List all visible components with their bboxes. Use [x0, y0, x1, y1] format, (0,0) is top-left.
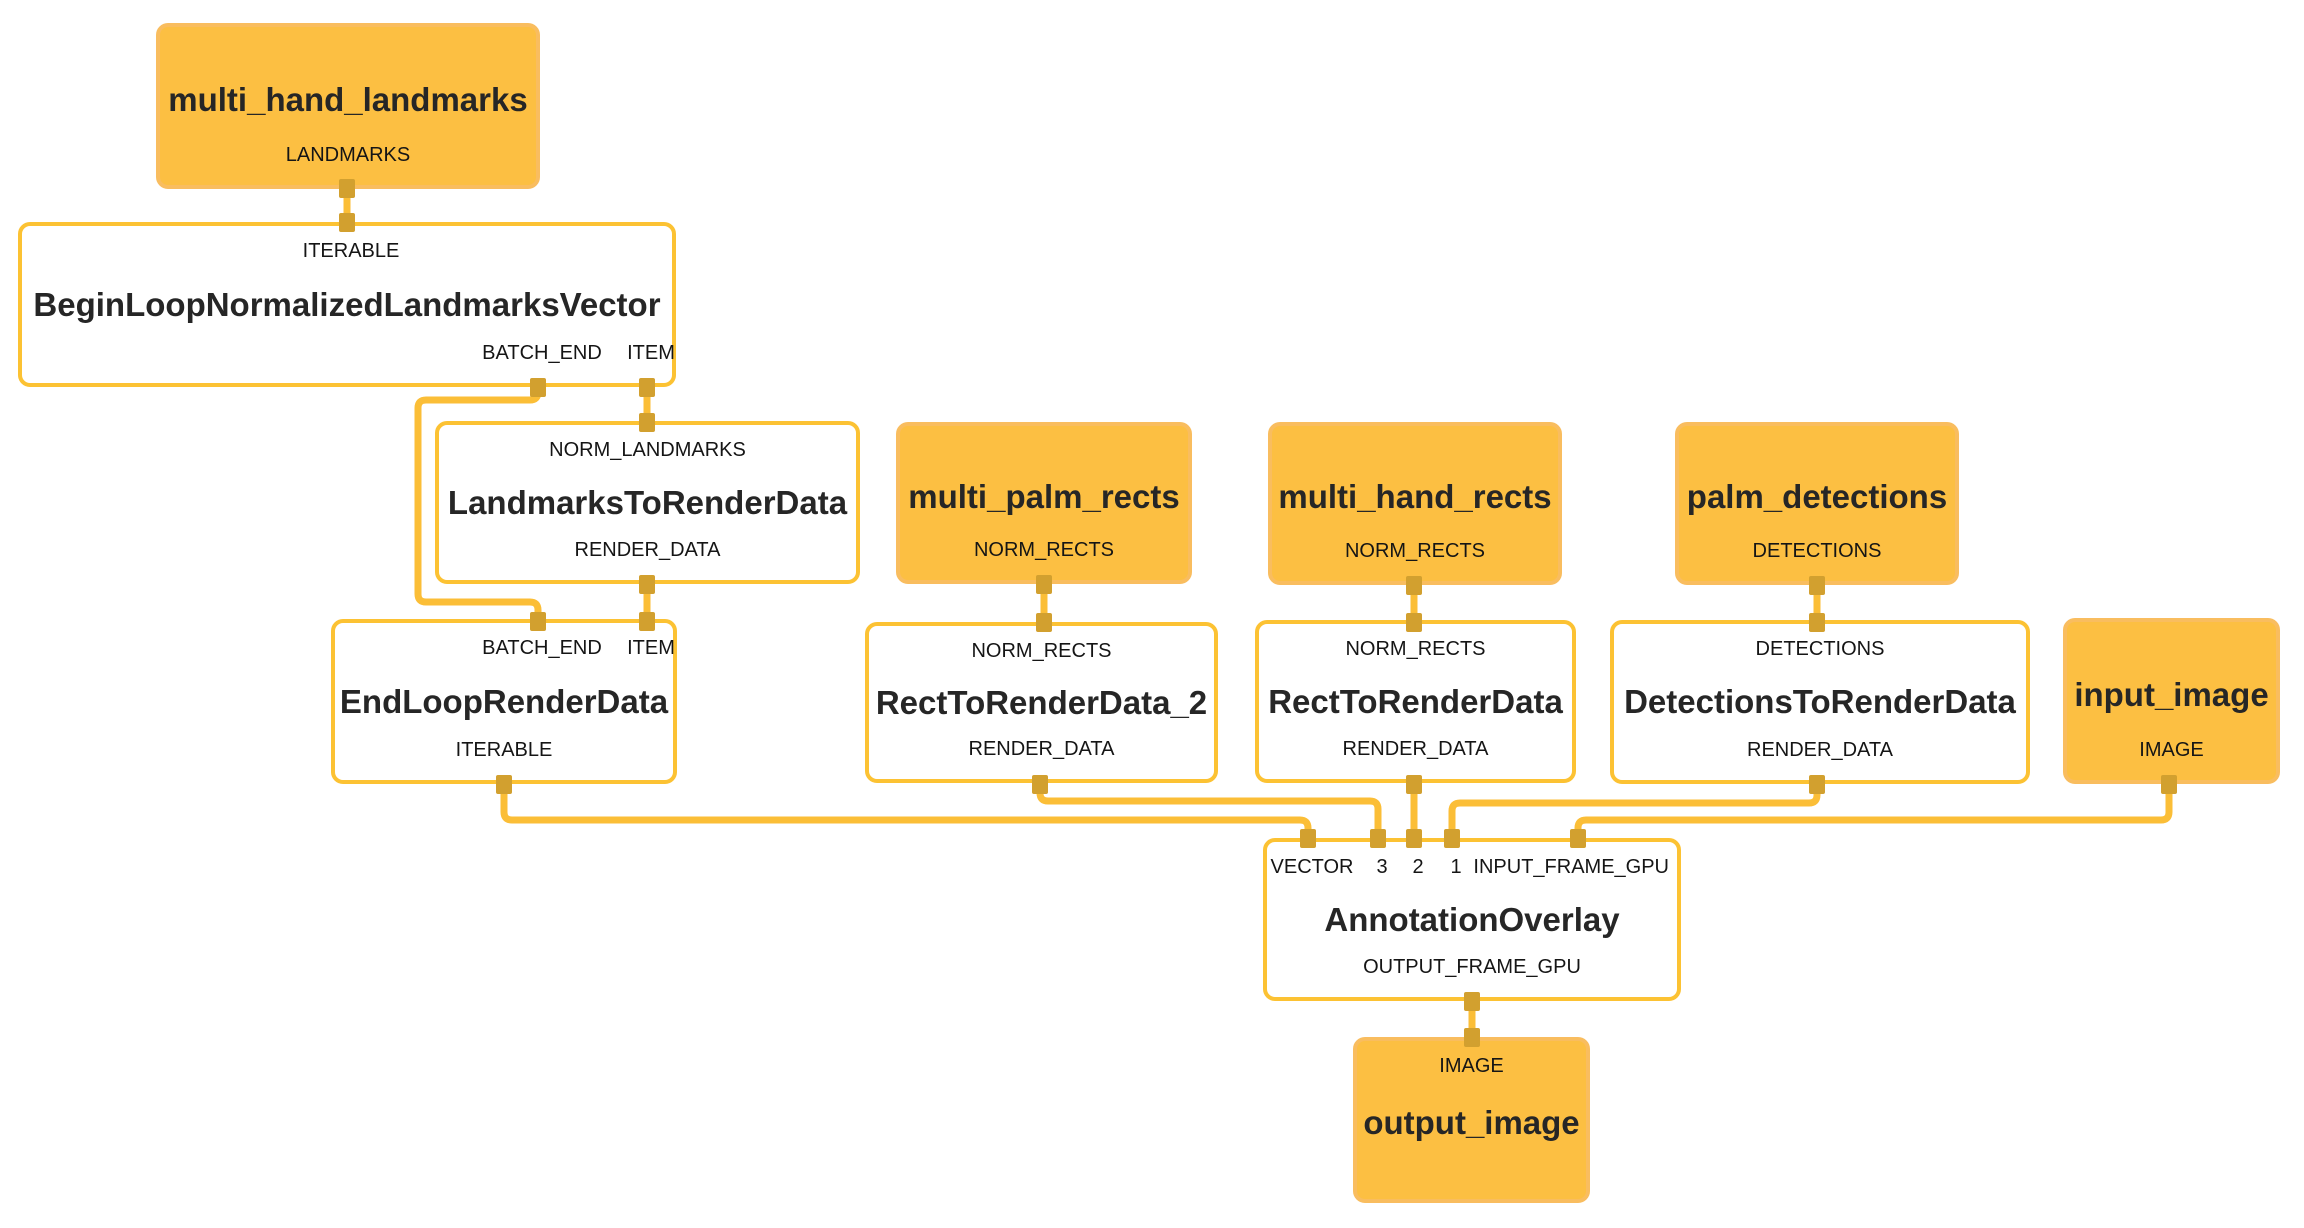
input-port-label: 1 — [1450, 856, 1462, 878]
node-multi-hand-rects[interactable]: multi_hand_rects NORM_RECTS — [1268, 422, 1562, 585]
output-port-label: ITERABLE — [455, 739, 553, 761]
output-port-label: NORM_RECTS — [1344, 540, 1485, 562]
node-title: input_image — [2074, 675, 2269, 713]
input-port-label: DETECTIONS — [1755, 638, 1885, 660]
output-port-label: RENDER_DATA — [968, 738, 1115, 760]
input-port-label: NORM_LANDMARKS — [549, 439, 746, 461]
node-landmarks-to-render-data[interactable]: NORM_LANDMARKS LandmarksToRenderData REN… — [435, 421, 860, 584]
node-multi-palm-rects[interactable]: multi_palm_rects NORM_RECTS — [896, 422, 1192, 584]
node-end-loop-render-data[interactable]: BATCH_END ITEM EndLoopRenderData ITERABL… — [331, 619, 677, 784]
node-rect-to-render-data[interactable]: NORM_RECTS RectToRenderData RENDER_DATA — [1255, 620, 1576, 783]
output-port-label: IMAGE — [2139, 739, 2204, 761]
node-multi-hand-landmarks[interactable]: multi_hand_landmarks LANDMARKS — [156, 23, 540, 189]
input-port-label: 2 — [1412, 856, 1424, 878]
node-palm-detections[interactable]: palm_detections DETECTIONS — [1675, 422, 1959, 585]
node-input-image[interactable]: input_image IMAGE — [2063, 618, 2280, 784]
output-port-label: BATCH_END — [482, 342, 602, 364]
node-title: EndLoopRenderData — [339, 682, 669, 720]
node-title: multi_palm_rects — [908, 477, 1180, 515]
node-title: output_image — [1363, 1104, 1580, 1142]
input-port-label: ITERABLE — [302, 240, 400, 262]
node-rect-to-render-data-2[interactable]: NORM_RECTS RectToRenderData_2 RENDER_DAT… — [865, 622, 1218, 783]
node-title: BeginLoopNormalizedLandmarksVector — [33, 285, 661, 323]
edge-renderdata2-to-port3 — [1036, 784, 1382, 838]
node-title: LandmarksToRenderData — [447, 483, 848, 521]
output-port-label: LANDMARKS — [285, 144, 411, 166]
node-title: RectToRenderData_2 — [875, 683, 1208, 721]
input-port-label: ITEM — [627, 637, 675, 659]
output-port-label: RENDER_DATA — [574, 539, 721, 561]
input-port-label: NORM_RECTS — [971, 640, 1112, 662]
node-title: DetectionsToRenderData — [1624, 683, 2016, 720]
output-port-label: DETECTIONS — [1752, 540, 1882, 562]
node-detections-to-render-data[interactable]: DETECTIONS DetectionsToRenderData RENDER… — [1610, 620, 2030, 784]
output-port-label: NORM_RECTS — [973, 539, 1114, 561]
input-port-label: BATCH_END — [482, 637, 602, 659]
edge-iterable-to-vector — [500, 784, 1312, 838]
output-port-label: ITEM — [627, 342, 675, 364]
node-begin-loop-normalized-landmarks-vector[interactable]: ITERABLE BeginLoopNormalizedLandmarksVec… — [18, 222, 676, 387]
input-port-label: INPUT_FRAME_GPU — [1473, 856, 1669, 878]
node-annotation-overlay[interactable]: VECTOR 3 2 1 INPUT_FRAME_GPU AnnotationO… — [1263, 838, 1681, 1001]
output-port-label: RENDER_DATA — [1342, 738, 1489, 760]
output-port-label: RENDER_DATA — [1747, 739, 1893, 761]
node-title: multi_hand_rects — [1278, 478, 1552, 516]
edge-inputimage-to-inputframegpu — [1574, 784, 2173, 838]
node-title: RectToRenderData — [1268, 682, 1563, 720]
node-title: multi_hand_landmarks — [168, 80, 528, 118]
edge-detrenderdata-to-port1 — [1448, 784, 1821, 838]
output-port-label: OUTPUT_FRAME_GPU — [1363, 956, 1581, 978]
input-port-label: NORM_RECTS — [1345, 638, 1486, 660]
node-title: palm_detections — [1686, 478, 1948, 516]
input-port-label: IMAGE — [1439, 1055, 1504, 1077]
node-output-image[interactable]: IMAGE output_image — [1353, 1037, 1590, 1203]
node-title: AnnotationOverlay — [1324, 900, 1620, 938]
input-port-label: VECTOR — [1270, 856, 1354, 878]
input-port-label: 3 — [1376, 856, 1388, 878]
